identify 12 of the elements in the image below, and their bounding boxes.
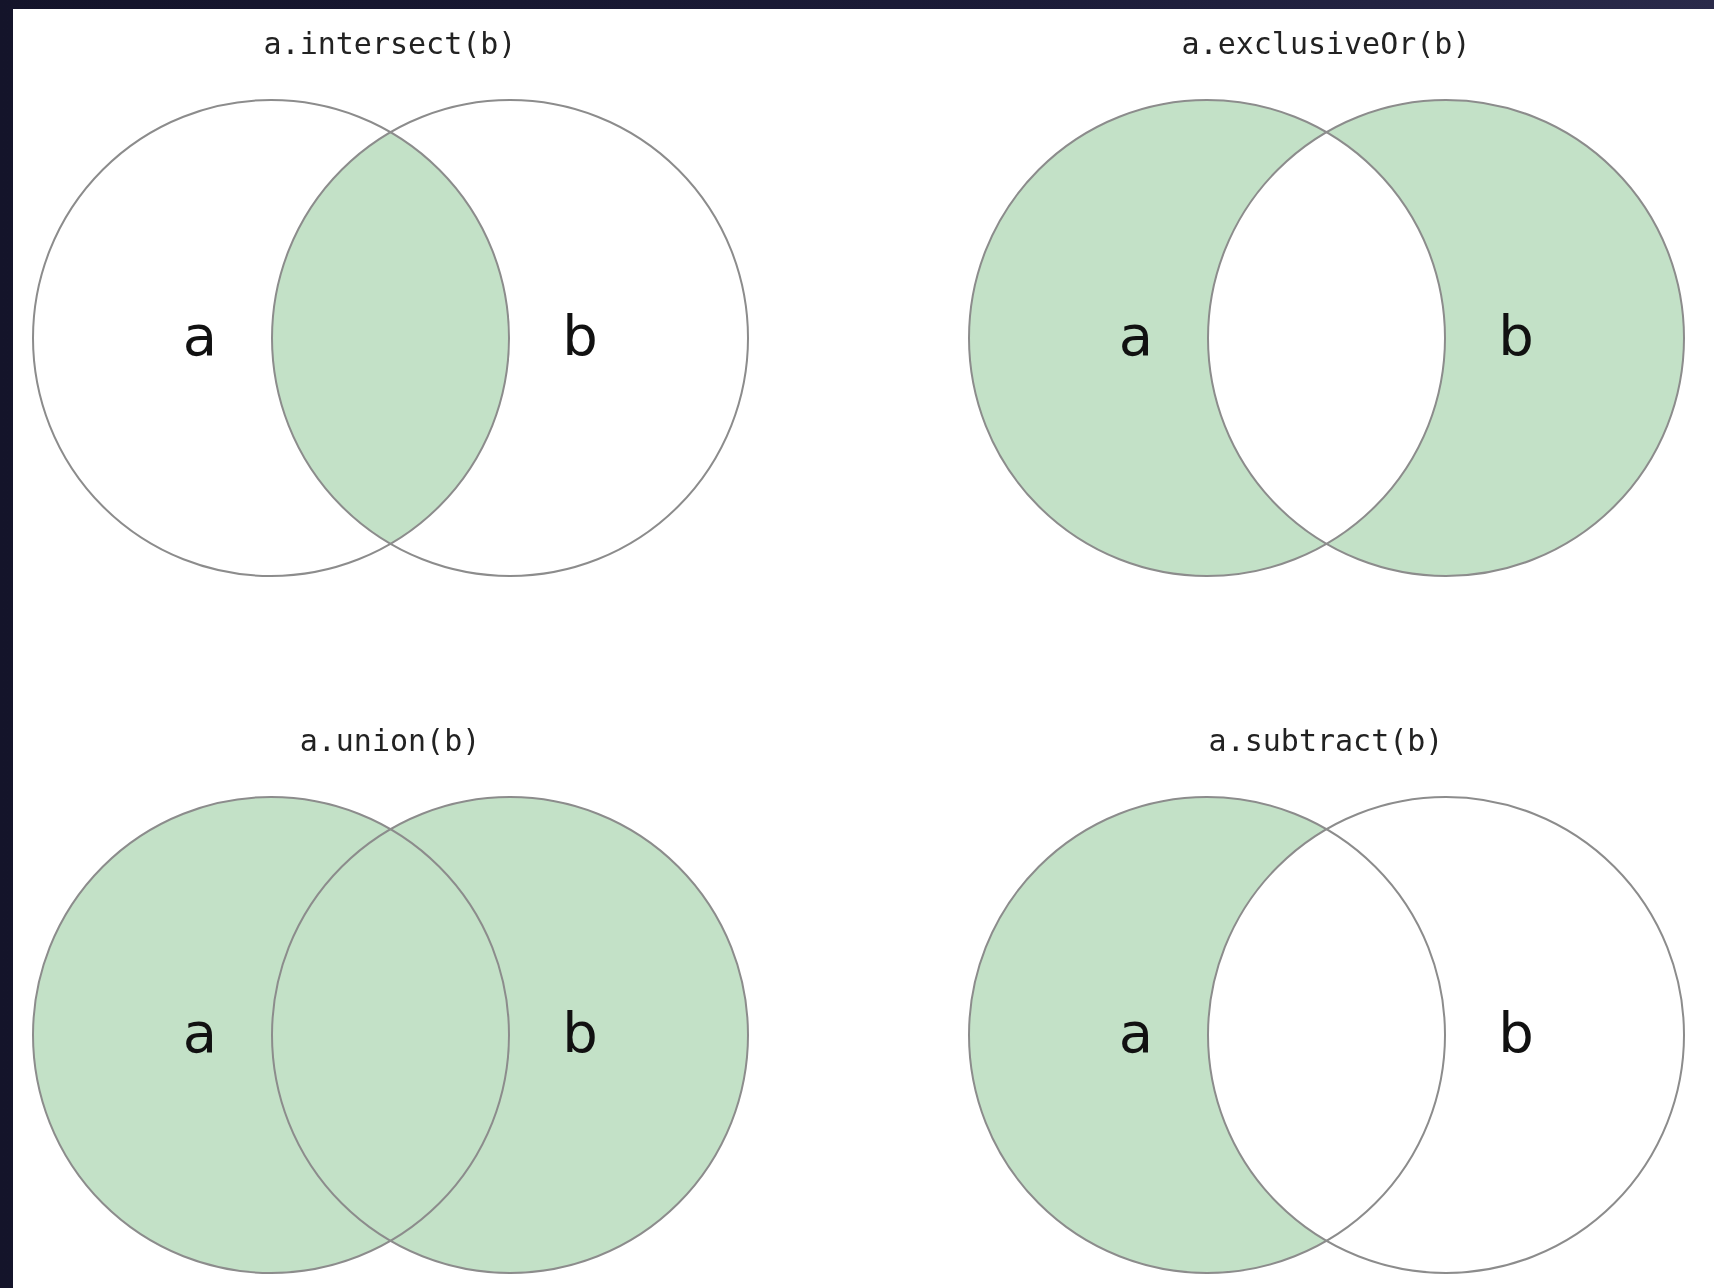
set-label: a [1118, 1003, 1154, 1063]
set-label: b [1498, 1003, 1534, 1063]
set-label: b [562, 306, 598, 366]
operation-heading: a.exclusiveOr(b) [1181, 26, 1471, 62]
set-label: a [182, 1003, 218, 1063]
set-label: b [562, 1003, 598, 1063]
operation-heading: a.subtract(b) [1208, 723, 1444, 759]
set-label: b [1498, 306, 1534, 366]
set-label: a [182, 306, 218, 366]
operation-heading: a.union(b) [299, 723, 481, 759]
set-label: a [1118, 306, 1154, 366]
operation-heading: a.intersect(b) [263, 26, 517, 62]
